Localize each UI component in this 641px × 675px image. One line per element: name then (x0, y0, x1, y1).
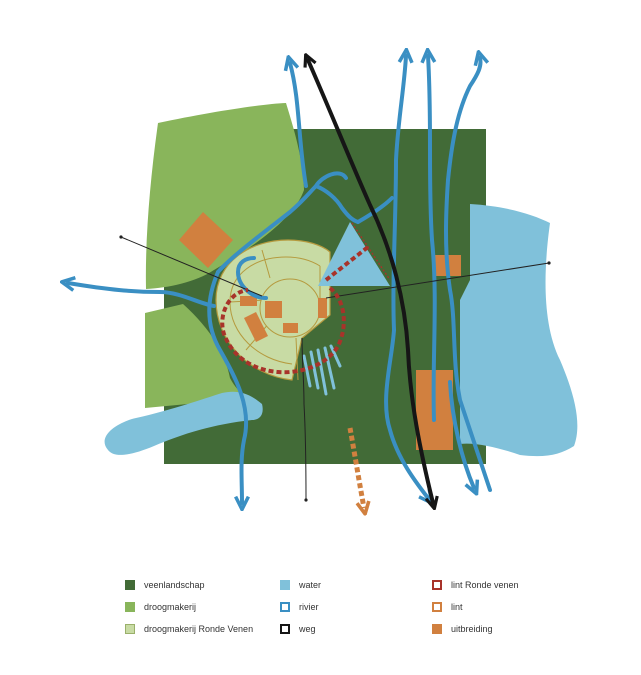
uitbreiding-block (265, 301, 282, 318)
water-channel-southwest (104, 391, 263, 455)
uitbreiding-block (240, 296, 257, 306)
droogmakerij-swatch (125, 602, 135, 612)
legend-label: weg (299, 624, 316, 634)
droogmakerij-ronde-venen-swatch (125, 624, 135, 634)
legend-column-3: lint Ronde venen lint uitbreiding (432, 574, 519, 640)
lint-arrow (347, 427, 364, 508)
legend-item-droogmakerij-ronde-venen: droogmakerij Ronde Venen (125, 618, 253, 640)
legend-item-lint: lint (432, 596, 519, 618)
rivier-swatch (280, 602, 290, 612)
legend-item-veenlandschap: veenlandschap (125, 574, 253, 596)
rivier-east (444, 58, 492, 492)
legend-label: water (299, 580, 322, 590)
uitbreiding-swatch (432, 624, 442, 634)
reference-point (304, 498, 308, 502)
veenlandschap-swatch (125, 580, 135, 590)
lint-ronde-venen-dotted (351, 222, 391, 281)
legend: veenlandschap droogmakerij droogmakerij … (0, 574, 641, 664)
reference-point (547, 261, 551, 265)
rivier-east-branch (448, 380, 474, 488)
legend-item-weg: weg (280, 618, 321, 640)
lint-ronde-venen-swatch (432, 580, 442, 590)
rivier-ronde-west (236, 256, 268, 300)
legend-item-rivier: rivier (280, 596, 321, 618)
legend-column-2: water rivier weg (280, 574, 321, 640)
legend-label: veenlandschap (144, 580, 205, 590)
lint-ronde-venen-arc (220, 286, 346, 375)
legend-item-droogmakerij: droogmakerij (125, 596, 253, 618)
rivier-west-arrow (68, 283, 216, 308)
reference-line-west (120, 236, 263, 297)
landscape-diagram (0, 0, 578, 560)
weg-swatch (280, 624, 290, 634)
lint-ronde-venen (220, 245, 370, 375)
water-lake-east (460, 204, 578, 457)
lint-ronde-venen-spur (324, 245, 370, 282)
legend-item-uitbreiding: uitbreiding (432, 618, 519, 640)
legend-label: lint Ronde venen (451, 580, 519, 590)
legend-column-1: veenlandschap droogmakerij droogmakerij … (125, 574, 253, 640)
legend-item-water: water (280, 574, 321, 596)
reference-point (119, 235, 123, 239)
legend-label: droogmakerij (144, 602, 197, 612)
rivier-southwest (207, 270, 246, 503)
legend-label: lint (451, 602, 463, 612)
weg-road (308, 60, 433, 503)
legend-item-lint-ronde-venen: lint Ronde venen (432, 574, 519, 596)
water-swatch (280, 580, 290, 590)
legend-label: uitbreiding (451, 624, 493, 634)
uitbreiding-block (179, 212, 233, 268)
droogmakerij-polder-south (145, 304, 252, 408)
lint-swatch (432, 602, 442, 612)
legend-label: rivier (299, 602, 319, 612)
uitbreiding-block (318, 298, 327, 318)
uitbreiding-block (283, 323, 298, 333)
uitbreiding-block (244, 312, 268, 342)
legend-label: droogmakerij Ronde Venen (144, 624, 254, 634)
